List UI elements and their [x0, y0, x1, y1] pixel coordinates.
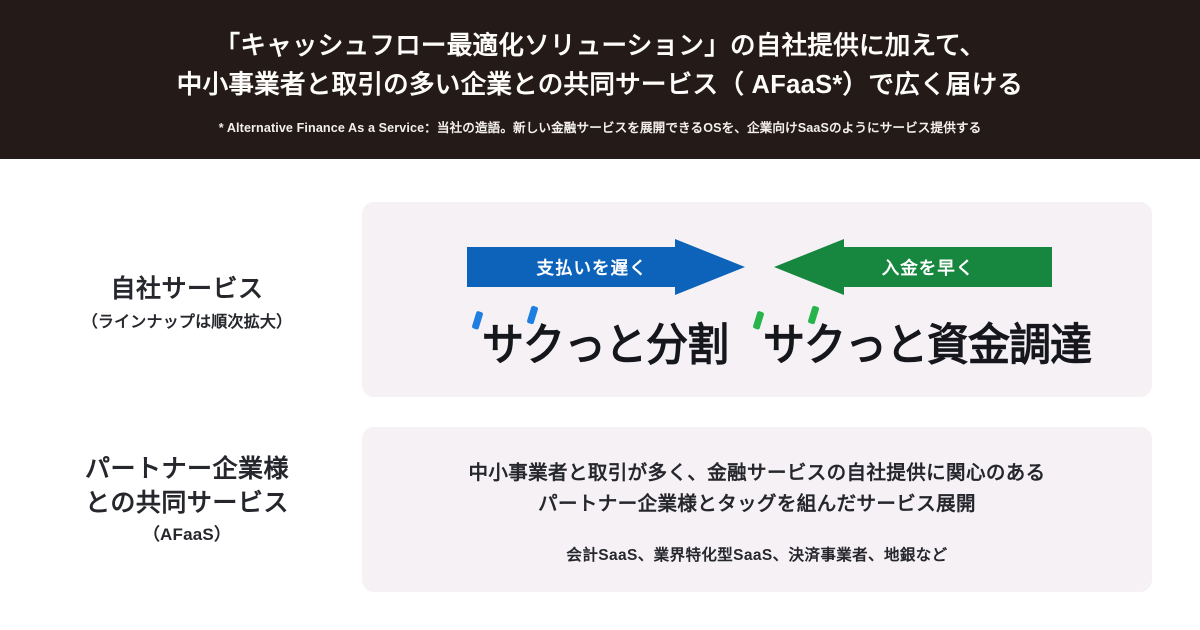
row-label-own-service: 自社サービス （ラインナップは順次拡大） [22, 272, 352, 335]
header-band: 「キャッシュフロー最適化ソリューション」の自社提供に加えて、 中小事業者と取引の… [0, 0, 1200, 159]
partner-examples: 会計SaaS、業界特化型SaaS、決済事業者、地銀など [566, 547, 948, 565]
partner-panel-content: 中小事業者と取引が多く、金融サービスの自社提供に関心のある パートナー企業様とタ… [362, 427, 1152, 592]
header-footnote: * Alternative Finance As a Service：当社の造語… [218, 121, 982, 136]
partner-service-label-line-2: との共同サービス [85, 489, 289, 517]
partner-description-line-1: 中小事業者と取引が多く、金融サービスの自社提供に関心のある [468, 461, 1046, 484]
arrow-pay-later: 支払いを遅く [467, 239, 745, 295]
header-title-line-1: 「キャッシュフロー最適化ソリューション」の自社提供に加えて、 [214, 31, 986, 60]
own-service-label-sub: （ラインナップは順次拡大） [81, 314, 293, 331]
product-logo-sakutto-shikinchoutatsu-text: サクっと資金調達 [762, 318, 1092, 371]
product-logo-sakutto-bunkatsu-wordmark: サクっと分割 [471, 304, 729, 374]
arrow-group: 支払いを遅く 入金を早く [362, 239, 1152, 295]
own-service-panel: 支払いを遅く 入金を早く サクっと分割 [362, 202, 1152, 397]
partner-service-label-line-1: パートナー企業様 [84, 455, 289, 483]
partner-service-panel: 中小事業者と取引が多く、金融サービスの自社提供に関心のある パートナー企業様とタ… [362, 427, 1152, 592]
partner-description-line-2: パートナー企業様とタッグを組んだサービス展開 [538, 493, 976, 515]
arrow-left-shape-icon [774, 239, 1052, 295]
product-logo-sakutto-shikinchoutatsu: サクっと資金調達 [752, 304, 1092, 376]
arrow-pay-later-label: 支払いを遅く [536, 257, 648, 278]
arrow-receive-earlier-label: 入金を早く [881, 257, 975, 278]
row-label-partner-service: パートナー企業様 との共同サービス （AFaaS） [22, 452, 352, 548]
own-service-label-main: 自社サービス [110, 275, 264, 303]
product-logo-sakutto-bunkatsu: サクっと分割 [465, 304, 745, 376]
arrow-receive-earlier: 入金を早く [774, 239, 1052, 295]
arrow-right-shape-icon [467, 239, 745, 295]
header-title-line-2: 中小事業者と取引の多い企業との共同サービス（ AFaaS*）で広く届ける [176, 70, 1024, 99]
product-logo-group: サクっと分割 サクっと資金調達 [362, 304, 1152, 376]
partner-service-label-sub: （AFaaS） [142, 525, 232, 544]
product-logo-sakutto-shikinchoutatsu-wordmark: サクっと資金調達 [752, 304, 1092, 374]
content-area: 自社サービス （ラインナップは順次拡大） 支払いを遅く 入金を早く [0, 159, 1200, 630]
product-logo-sakutto-bunkatsu-text: サクっと分割 [481, 318, 729, 371]
